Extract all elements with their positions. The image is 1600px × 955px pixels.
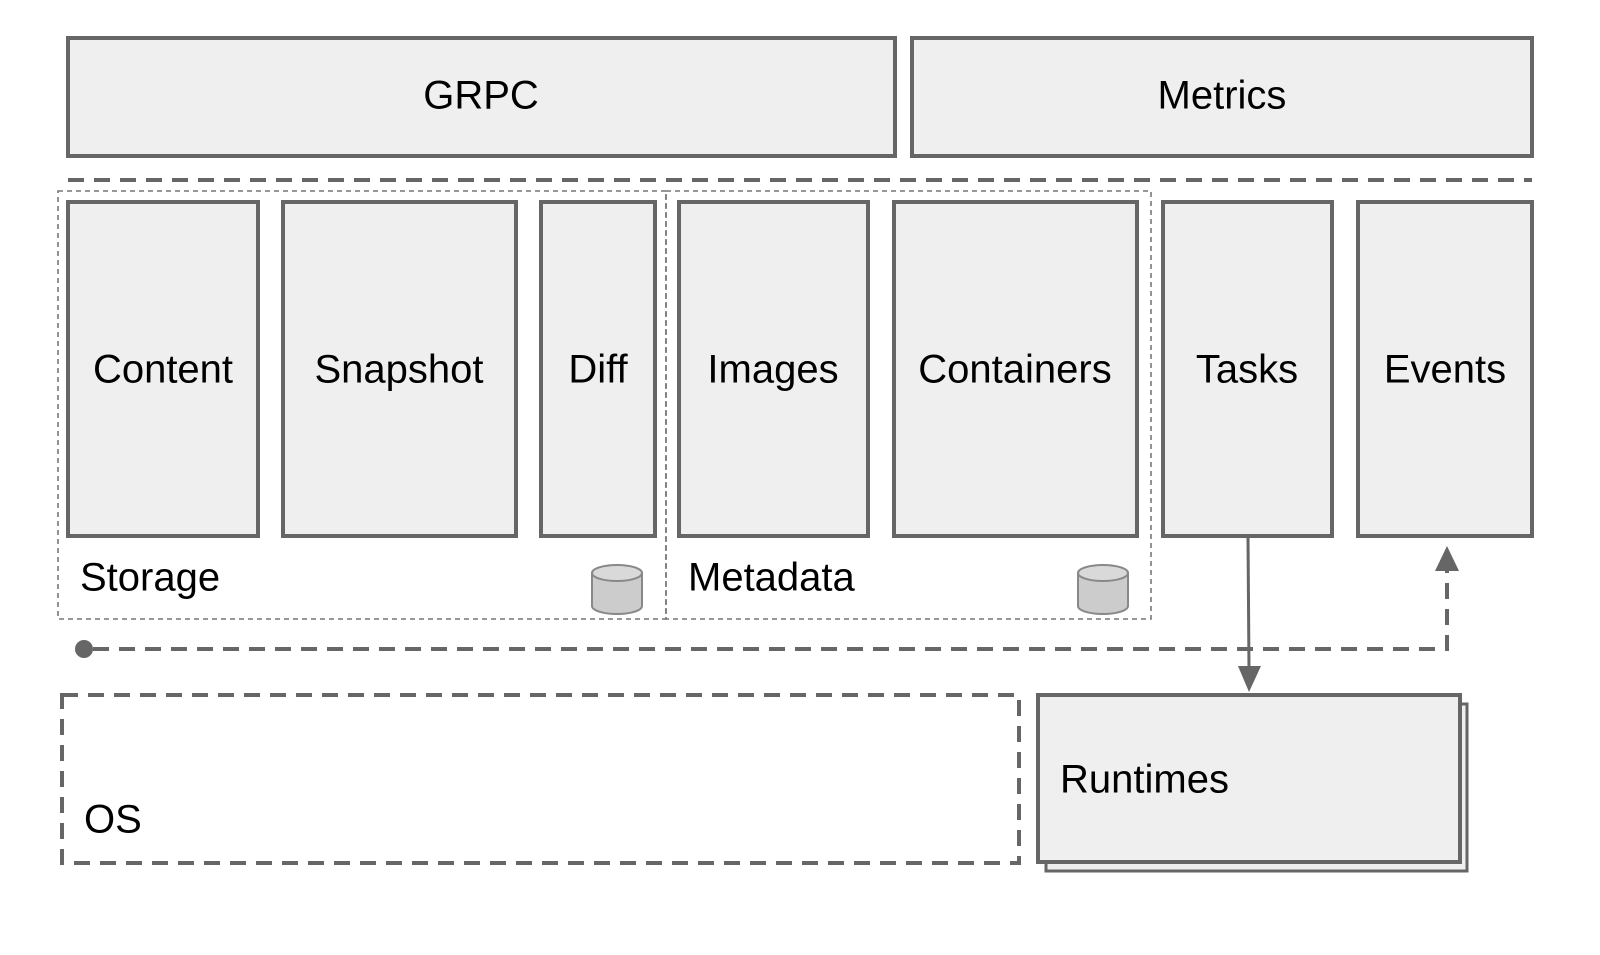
os-label: OS (84, 798, 142, 842)
events-service: Events (1356, 200, 1534, 538)
events-arrow-head (1435, 546, 1459, 571)
events-label: Events (1384, 348, 1506, 392)
tasks-service: Tasks (1161, 200, 1334, 538)
metrics-block: Metrics (910, 36, 1534, 158)
content-label: Content (93, 348, 233, 392)
os-block: OS (60, 693, 1021, 865)
runtimes-block: Runtimes (1036, 693, 1469, 873)
containers-service: Containers (892, 200, 1139, 538)
runtimes-arrow-head (1238, 666, 1261, 692)
storage-database-icon (591, 564, 643, 615)
storage-label: Storage (80, 556, 220, 600)
images-label: Images (707, 348, 838, 392)
runtimes-label: Runtimes (1060, 758, 1229, 802)
event-flow-connector (75, 546, 1459, 658)
event-flow-start-dot (75, 640, 93, 658)
tasks-to-runtimes-arrow (1238, 536, 1261, 692)
metrics-label: Metrics (1158, 74, 1287, 118)
images-service: Images (677, 200, 870, 538)
grpc-label: GRPC (423, 74, 539, 118)
containers-label: Containers (918, 348, 1111, 392)
snapshot-label: Snapshot (314, 348, 483, 392)
grpc-block: GRPC (66, 36, 897, 158)
diff-service: Diff (539, 200, 657, 538)
diff-label: Diff (568, 348, 628, 392)
tasks-label: Tasks (1196, 348, 1298, 392)
metadata-label: Metadata (688, 556, 856, 600)
event-flow-line (93, 570, 1449, 651)
metadata-database-icon (1077, 564, 1129, 615)
content-service: Content (66, 200, 260, 538)
snapshot-service: Snapshot (281, 200, 518, 538)
metadata-group: Metadata (665, 190, 1152, 620)
